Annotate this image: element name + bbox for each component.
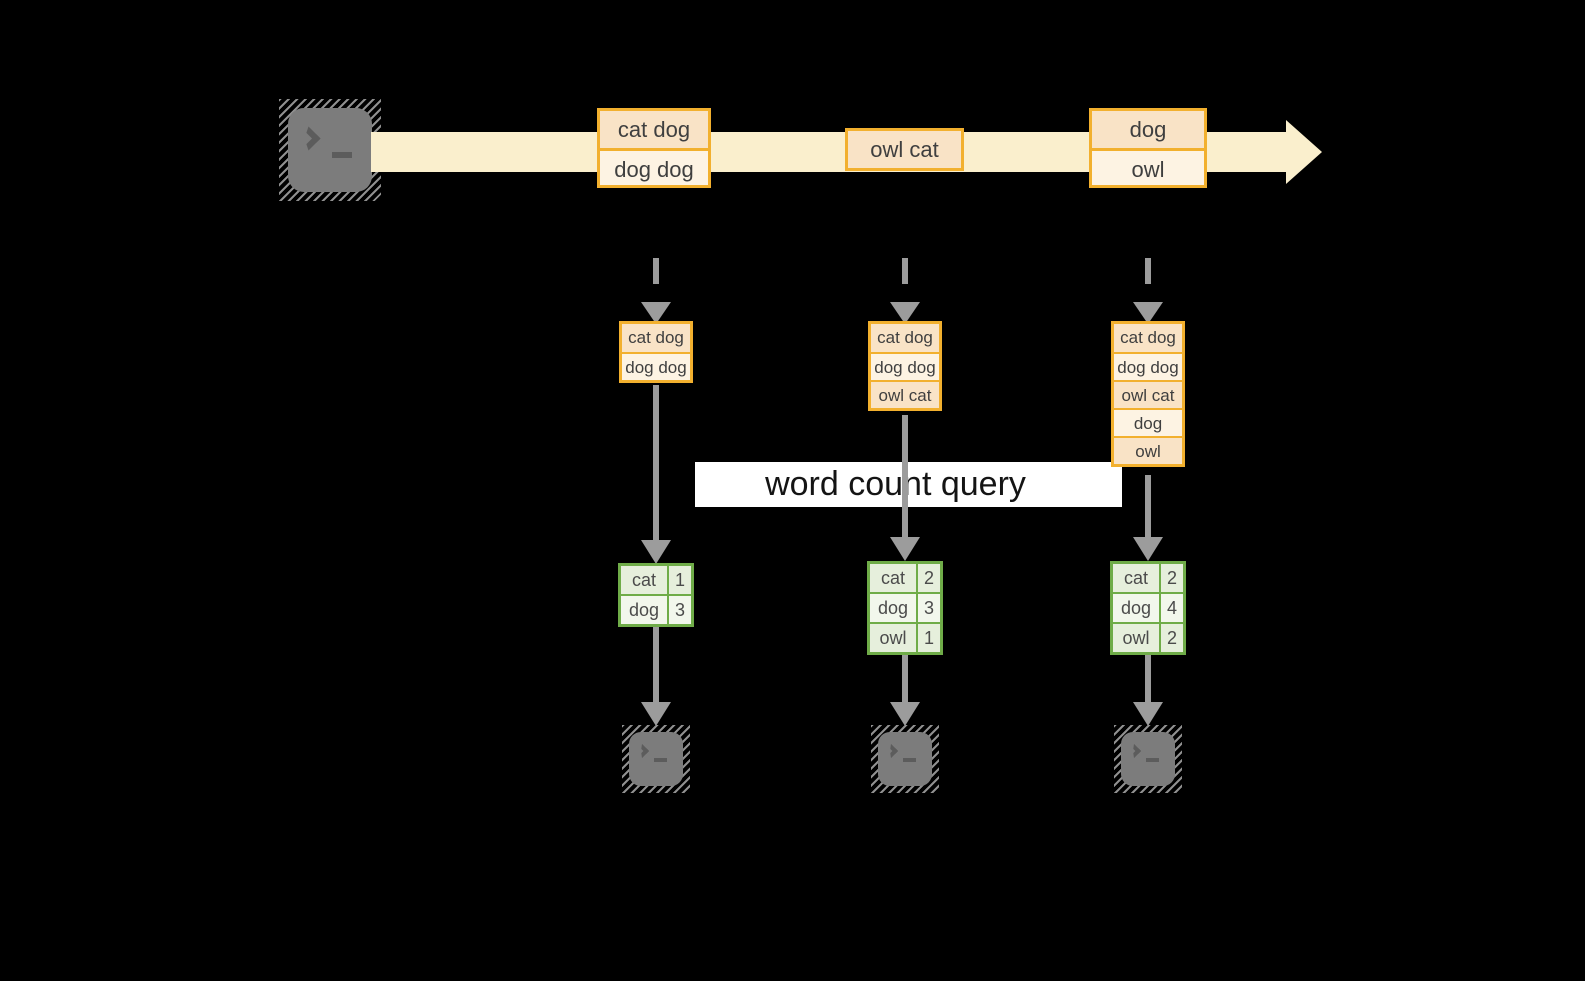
stream-record: cat dog dog dog	[597, 108, 711, 188]
prompt-chevron-icon	[634, 743, 650, 759]
result-count: 4	[1161, 594, 1183, 622]
record-line: owl cat	[848, 131, 961, 168]
word-count-result-table: cat 1 dog 3	[618, 563, 694, 627]
state-row: dog dog	[622, 352, 690, 380]
output-arrow-icon	[890, 655, 920, 726]
accumulated-input-box: cat dog dog dog	[619, 321, 693, 383]
result-count: 2	[918, 564, 940, 592]
query-arrow-icon	[890, 415, 920, 561]
result-count: 3	[669, 596, 691, 624]
result-word: owl	[870, 624, 916, 652]
result-count: 2	[1161, 564, 1183, 592]
state-row: dog dog	[1114, 352, 1182, 380]
record-line: owl	[1092, 148, 1204, 185]
output-arrow-icon	[641, 627, 671, 726]
result-word: dog	[621, 596, 667, 624]
result-word: cat	[1113, 564, 1159, 592]
state-row: dog	[1114, 408, 1182, 436]
state-row: owl cat	[1114, 380, 1182, 408]
prompt-chevron-icon	[296, 126, 321, 151]
result-row: cat 1	[621, 566, 691, 594]
word-count-result-table: cat 2 dog 4 owl 2	[1110, 561, 1186, 655]
prompt-cursor-icon	[332, 152, 352, 158]
accumulated-input-box: cat dog dog dog owl cat	[868, 321, 942, 411]
result-word: dog	[870, 594, 916, 622]
result-row: dog 3	[870, 594, 940, 622]
result-row: owl 1	[870, 624, 940, 652]
state-row: cat dog	[871, 324, 939, 352]
terminal-screen	[288, 108, 372, 192]
terminal-screen	[878, 732, 932, 786]
ingest-arrow-icon	[641, 258, 671, 324]
result-row: dog 3	[621, 596, 691, 624]
state-row: owl	[1114, 436, 1182, 464]
stream-record: dog owl	[1089, 108, 1207, 188]
query-arrow-icon	[1133, 475, 1163, 561]
ingest-arrow-icon	[890, 258, 920, 324]
result-row: cat 2	[1113, 564, 1183, 592]
result-count: 1	[669, 566, 691, 594]
prompt-cursor-icon	[903, 758, 916, 762]
result-count: 2	[1161, 624, 1183, 652]
result-word: owl	[1113, 624, 1159, 652]
output-arrow-icon	[1133, 655, 1163, 726]
prompt-cursor-icon	[1146, 758, 1159, 762]
result-row: dog 4	[1113, 594, 1183, 622]
stream-record: owl cat	[845, 128, 964, 171]
prompt-chevron-icon	[883, 743, 899, 759]
state-row: cat dog	[622, 324, 690, 352]
query-arrow-icon	[641, 385, 671, 564]
record-line: cat dog	[600, 111, 708, 148]
state-row: cat dog	[1114, 324, 1182, 352]
output-terminal-icon	[622, 725, 690, 793]
state-row: dog dog	[871, 352, 939, 380]
query-label-band: word count query	[695, 462, 1122, 507]
ingest-arrow-icon	[1133, 258, 1163, 324]
result-count: 1	[918, 624, 940, 652]
record-line: dog	[1092, 111, 1204, 148]
result-word: cat	[870, 564, 916, 592]
query-label: word count query	[765, 465, 1026, 503]
terminal-screen	[1121, 732, 1175, 786]
prompt-chevron-icon	[1126, 743, 1142, 759]
result-row: cat 2	[870, 564, 940, 592]
output-terminal-icon	[1114, 725, 1182, 793]
accumulated-input-box: cat dog dog dog owl cat dog owl	[1111, 321, 1185, 467]
record-line: dog dog	[600, 148, 708, 185]
result-count: 3	[918, 594, 940, 622]
stream-arrowhead-icon	[1286, 120, 1322, 184]
result-word: dog	[1113, 594, 1159, 622]
state-row: owl cat	[871, 380, 939, 408]
word-count-result-table: cat 2 dog 3 owl 1	[867, 561, 943, 655]
result-word: cat	[621, 566, 667, 594]
result-row: owl 2	[1113, 624, 1183, 652]
prompt-cursor-icon	[654, 758, 667, 762]
terminal-screen	[629, 732, 683, 786]
output-terminal-icon	[871, 725, 939, 793]
source-terminal-icon	[279, 99, 381, 201]
